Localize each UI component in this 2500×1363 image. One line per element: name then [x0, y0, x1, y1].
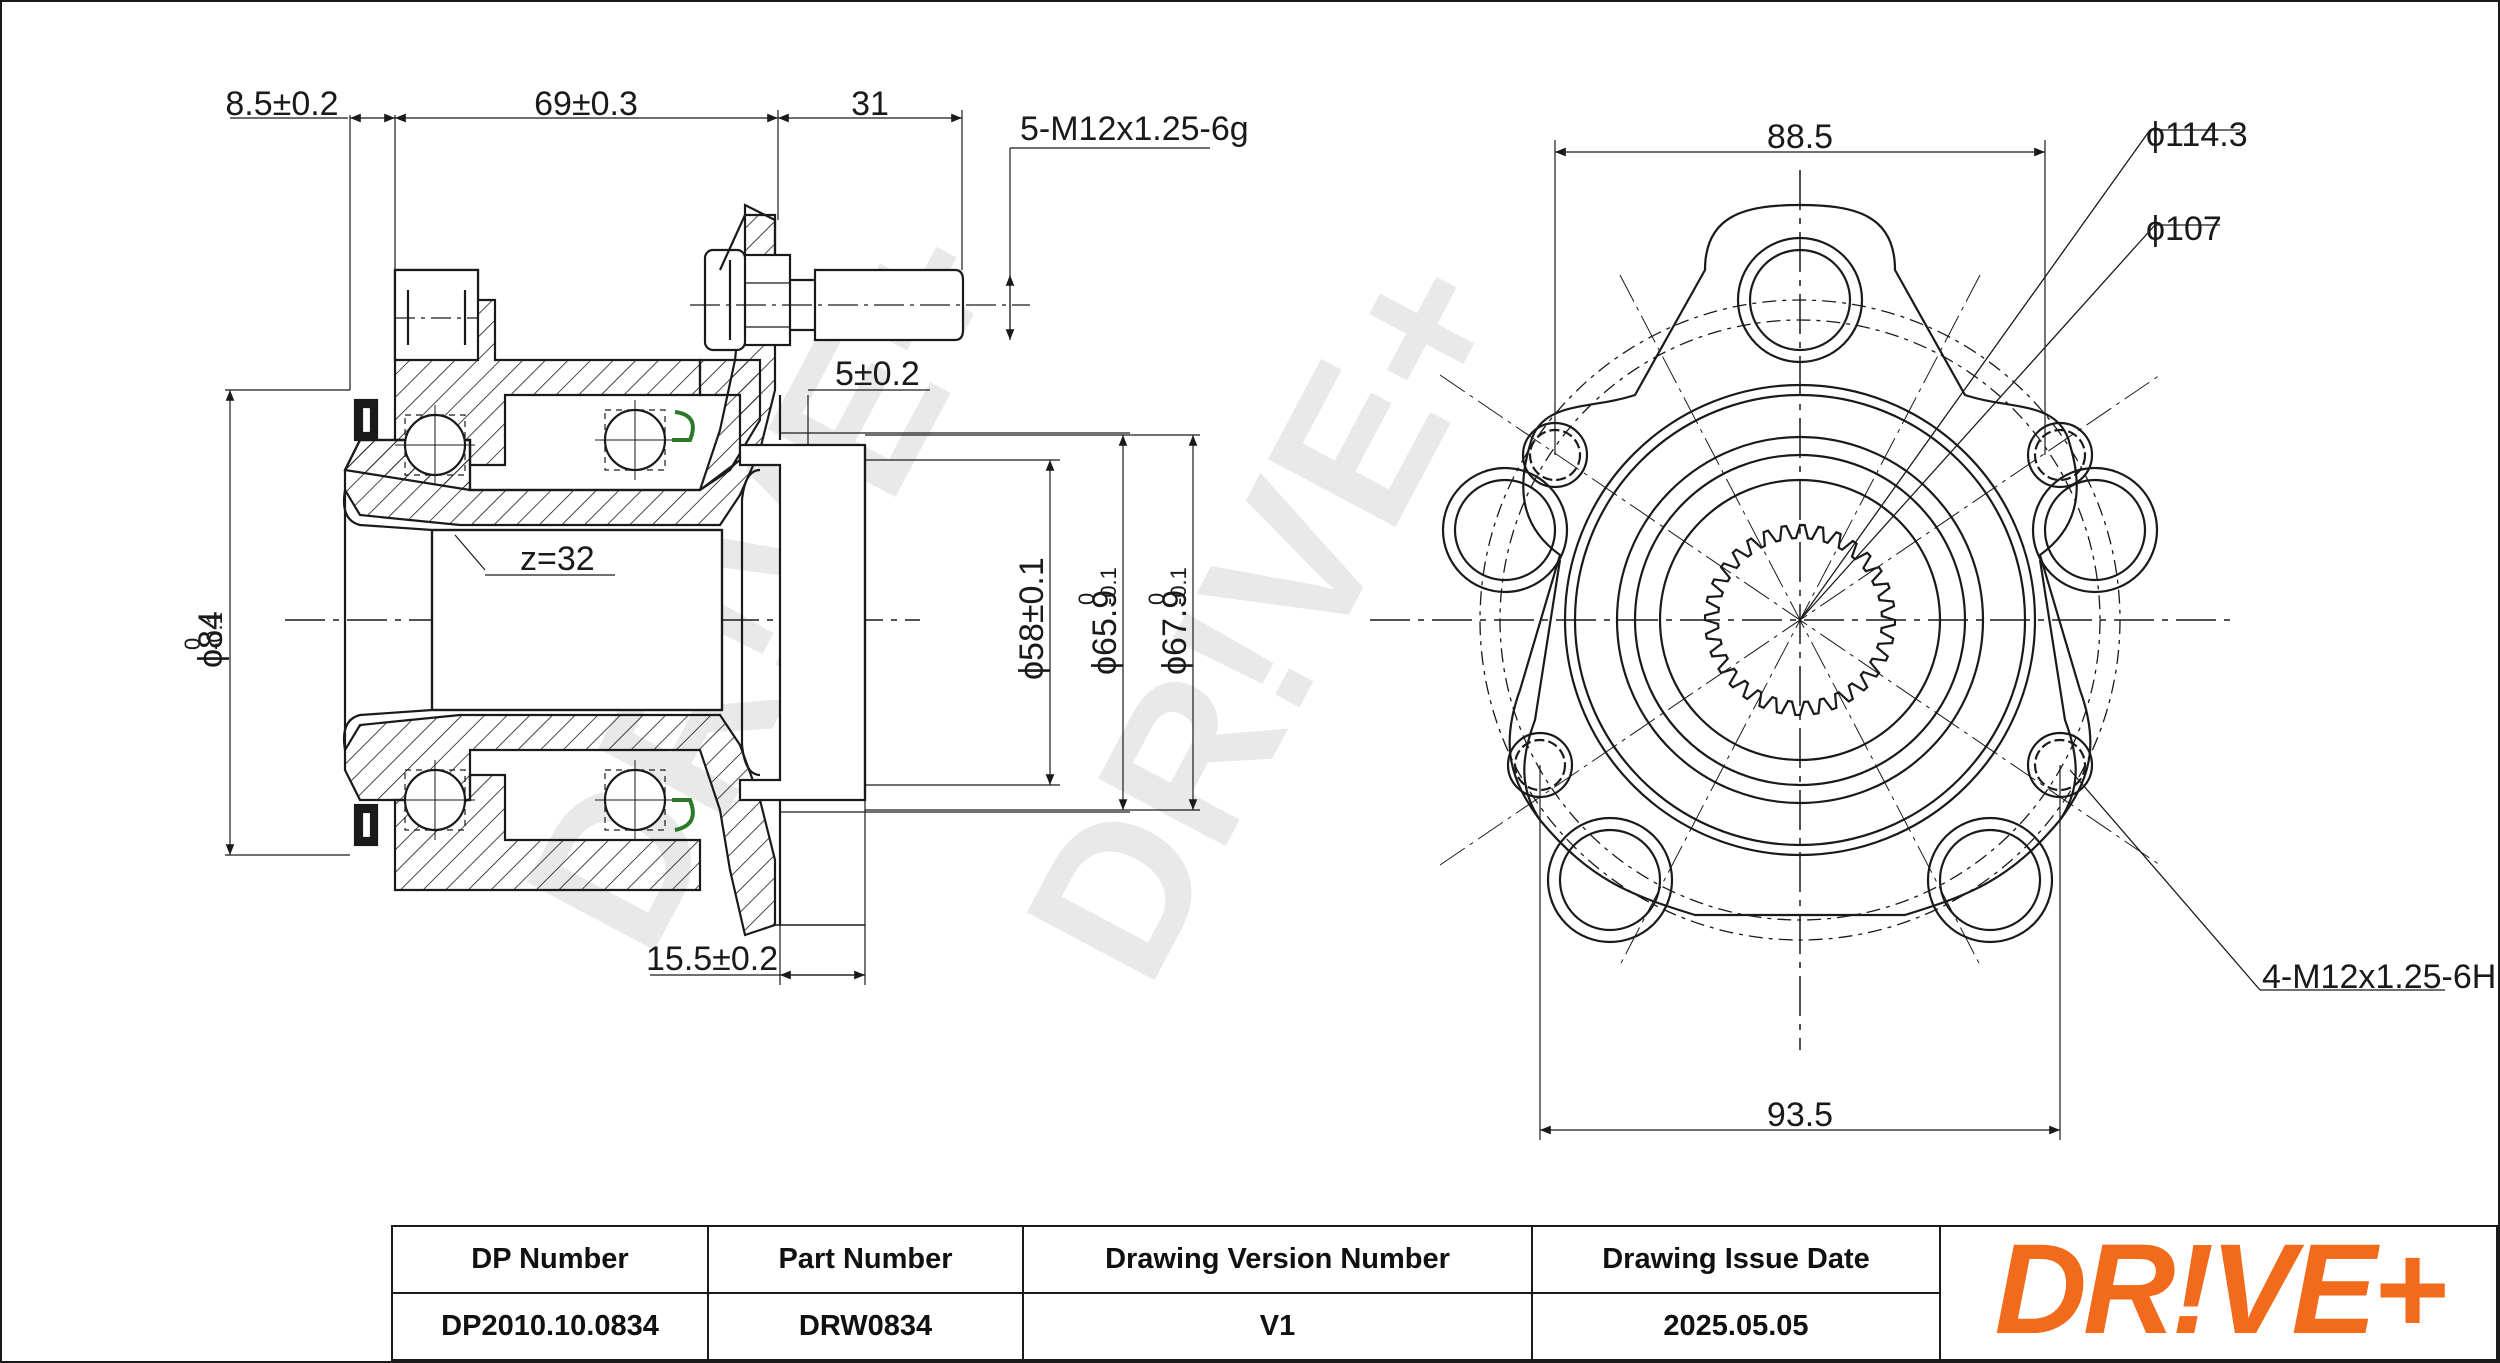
dim-bolt-spacing-top: 88.5	[1767, 118, 1833, 156]
flange-outline	[1508, 203, 2092, 917]
bearing-balls-lower	[395, 760, 675, 840]
tol-hub-diameter-1: 0-0.1	[1074, 567, 1121, 605]
header-dp-number: DP Number	[393, 1227, 707, 1294]
title-col-version: Drawing Version Number V1	[1024, 1227, 1533, 1359]
value-part-number: DRW0834	[798, 1310, 933, 1342]
flange-boss	[393, 268, 480, 362]
wheel-stud	[690, 213, 1030, 352]
dim-bolt-circle: ϕ114.3	[2146, 116, 2248, 154]
stud-holes	[1441, 236, 2159, 944]
dim-flange-width: 8.5±0.2	[225, 85, 338, 123]
dim-bolt-spacing-bottom: 93.5	[1767, 1096, 1833, 1134]
hub-face	[738, 443, 867, 802]
svg-text:DR!VE+: DR!VE+	[980, 218, 1552, 1014]
tol-outer-diameter: 0-0.1	[180, 612, 227, 650]
dim-pilot-diameter: ϕ58±0.1	[1013, 557, 1051, 680]
dim-hub-diameter-1: ϕ65.9	[1086, 590, 1124, 675]
header-issue-date: Drawing Issue Date	[1533, 1227, 1939, 1294]
section-dimension-labels: 8.5±0.2 69±0.3 31 5-M12x1.25-6g 5±0.2 z=…	[180, 85, 1249, 978]
brand-logo-mark: DR!VE+	[1994, 1238, 2448, 1348]
dim-stud-thread: 5-M12x1.25-6g	[1020, 110, 1249, 148]
dim-inner-circle: ϕ107	[2146, 210, 2222, 248]
seals	[353, 398, 695, 847]
dim-hub-depth: 15.5±0.2	[646, 940, 778, 978]
value-version: V1	[1259, 1310, 1296, 1342]
svg-text:DR!VE+: DR!VE+	[1994, 1238, 2444, 1348]
dim-bearing-length: 69±0.3	[534, 85, 638, 123]
header-part-number: Part Number	[709, 1227, 1022, 1294]
value-dp-number: DP2010.10.0834	[441, 1310, 659, 1342]
tol-hub-diameter-2: 0-0.1	[1144, 567, 1191, 605]
spline-bore	[1703, 523, 1897, 717]
front-view	[1370, 129, 2445, 1140]
dim-hub-diameter-2: ϕ67.9	[1156, 590, 1194, 675]
value-issue-date: 2025.05.05	[1663, 1310, 1809, 1342]
title-block: DP Number DP2010.10.0834 Part Number DRW…	[391, 1225, 2498, 1361]
hub-ring-outer	[1563, 383, 2037, 857]
title-col-dp-number: DP Number DP2010.10.0834	[393, 1227, 709, 1359]
title-col-issue-date: Drawing Issue Date 2025.05.05	[1533, 1227, 1941, 1359]
header-version: Drawing Version Number	[1024, 1227, 1531, 1294]
watermark-right: DR!VE+	[980, 218, 1552, 1014]
dim-outer-diameter: ϕ84	[192, 611, 230, 668]
bearing-balls-upper	[395, 400, 675, 485]
front-dimension-labels: 88.5 ϕ114.3 ϕ107 93.5 4-M12x1.25-6H	[1767, 116, 2496, 1134]
dim-stud-length: 31	[851, 85, 889, 123]
brand-logo: DR!VE+	[1941, 1227, 2496, 1359]
dim-spline-teeth: z=32	[520, 540, 595, 578]
dim-offset: 5±0.2	[835, 355, 920, 393]
section-view	[225, 110, 1210, 985]
title-col-part-number: Part Number DRW0834	[709, 1227, 1024, 1359]
dim-mounting-thread: 4-M12x1.25-6H	[2262, 958, 2496, 996]
